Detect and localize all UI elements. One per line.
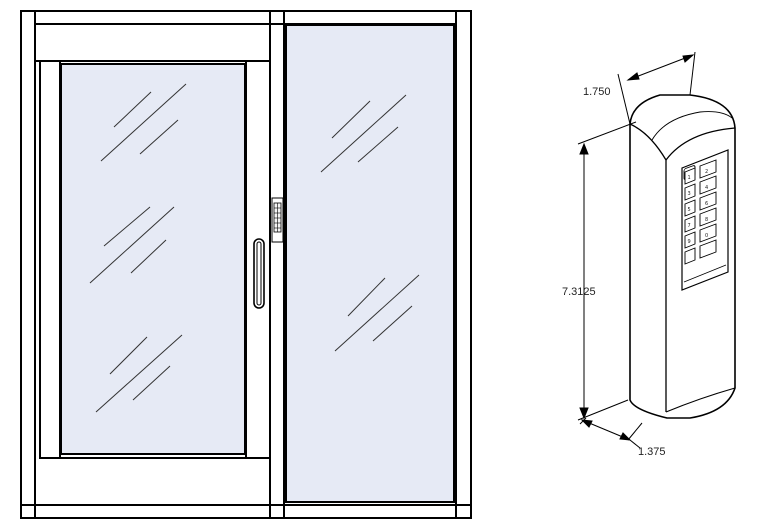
- key-right-1: 2: [699, 159, 717, 179]
- width-arrow-right: [619, 432, 632, 441]
- door-glass-panel: [60, 63, 246, 455]
- keypad-recess-inner: [683, 264, 727, 283]
- key-right-2: 4: [699, 175, 717, 195]
- key-right-6: [699, 239, 717, 259]
- width-extension-right: [627, 422, 643, 441]
- key-label: 9: [688, 239, 691, 245]
- height-dimension-label: 7.3125: [562, 286, 596, 298]
- key-label: 0: [705, 233, 708, 239]
- key-label: 6: [705, 201, 708, 207]
- key-label: 2: [705, 169, 708, 175]
- device-top-inner: [651, 111, 733, 141]
- depth-dimension-label: 1.750: [583, 86, 611, 98]
- height-arrow-top: [579, 142, 589, 155]
- key-right-3: 6: [699, 191, 717, 211]
- keypad-device: [629, 94, 736, 419]
- width-arrow-left: [580, 419, 593, 428]
- depth-arrow-right: [682, 54, 695, 63]
- depth-extension-left: [617, 73, 631, 125]
- depth-dimension-line: [627, 54, 694, 81]
- dimension-lines: [577, 51, 696, 449]
- height-extension-bottom: [577, 399, 629, 421]
- key-label: 8: [705, 217, 708, 223]
- key-label: 7: [688, 223, 691, 229]
- depth-extension-right: [689, 51, 696, 96]
- key-left-3: 5: [684, 199, 696, 217]
- key-label: 5: [688, 207, 691, 213]
- device-top-curve: [665, 127, 736, 161]
- door-pull-handle-inner: [256, 241, 262, 306]
- keypad-key-grid: 1 3 5 7 9 2 4: [684, 159, 717, 265]
- outer-frame: [20, 10, 472, 519]
- key-left-4: 7: [684, 215, 696, 233]
- key-label: 1: [688, 175, 691, 181]
- height-extension-top: [577, 121, 637, 145]
- device-bottom-curve: [665, 387, 736, 413]
- height-arrow-bottom: [579, 407, 589, 420]
- key-right-4: 8: [699, 207, 717, 227]
- key-left-1: 1: [684, 167, 696, 185]
- key-left-6: [684, 247, 696, 265]
- key-right-5: 0: [699, 223, 717, 243]
- depth-arrow-left: [626, 72, 640, 81]
- mullion-keypad-small: [271, 197, 284, 243]
- width-dimension-label: 1.375: [638, 446, 666, 458]
- width-leader: [629, 439, 641, 449]
- key-left-2: 3: [684, 183, 696, 201]
- glass-reflections: [89, 83, 420, 413]
- door-pull-handle: [253, 238, 265, 309]
- key-label: 4: [705, 185, 708, 191]
- sidelite-glass-panel: [285, 24, 455, 503]
- key-left-5: 9: [684, 231, 696, 249]
- key-label: 3: [688, 191, 691, 197]
